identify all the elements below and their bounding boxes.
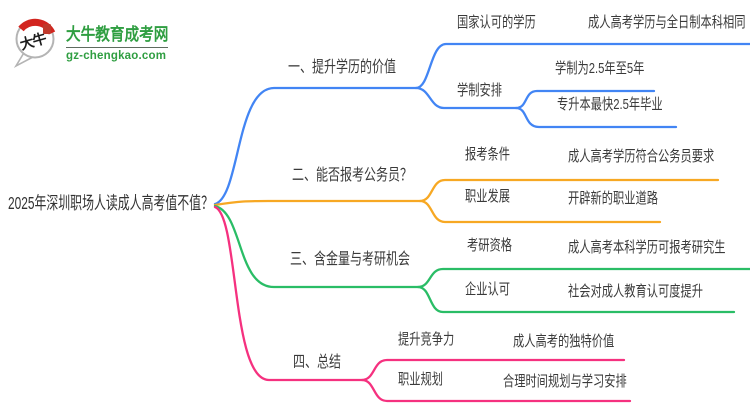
node-label-text: 成人高考的独特价值 xyxy=(513,333,615,350)
logo-bubble-icon: 大牛 xyxy=(13,18,56,69)
branch-2-lines xyxy=(213,178,720,224)
node-fastest-graduation: 专升本最快2.5年毕业 xyxy=(557,96,698,114)
site-name-text: 大牛教育成考网 xyxy=(66,25,169,45)
branch-4-trunk-line xyxy=(213,205,364,382)
node-exam-conditions: 报考条件 xyxy=(465,146,525,164)
node-label-text: 学制为2.5年至5年 xyxy=(555,60,645,77)
branch-3-trunk-line xyxy=(213,204,420,289)
branch-4-child-2-line xyxy=(360,378,632,403)
branch-3-label-text: 三、含金量与考研机会 xyxy=(290,251,411,268)
node-label-text: 成人高考学历与全日制本科相同 xyxy=(588,14,746,31)
branch-4-lines xyxy=(213,205,632,403)
branch-2-child-2-line xyxy=(418,199,662,224)
node-time-planning: 合理时间规划与学习安排 xyxy=(503,373,668,391)
branch-3-lines xyxy=(213,204,750,314)
node-label-text: 社会对成人教育认可度提升 xyxy=(568,283,704,300)
logo-text-block: 大牛教育成考网 gz-chengkao.com xyxy=(66,24,185,62)
branch-1-grandchild-2-line xyxy=(514,106,678,129)
node-postgrad-eligibility: 考研资格 xyxy=(467,237,527,255)
branch-2-trunk-line xyxy=(213,199,422,207)
branch-2-label-text: 二、能否报考公务员？ xyxy=(292,167,413,184)
node-same-as-fulltime: 成人高考学历与全日制本科相同 xyxy=(588,14,750,32)
node-label-text: 成人高考本科学历可报考研究生 xyxy=(568,239,726,256)
node-label-text: 提升竞争力 xyxy=(398,331,455,348)
node-unique-value: 成人高考的独特价值 xyxy=(513,333,648,351)
site-domain: gz-chengkao.com xyxy=(66,49,167,62)
branch-1-label-text: 一、提升学历的价值 xyxy=(288,59,397,76)
branch-1-label: 一、提升学历的价值 xyxy=(288,58,432,77)
node-career-planning: 职业规划 xyxy=(398,371,458,389)
branch-3-label: 三、含金量与考研机会 xyxy=(290,250,450,269)
site-name: 大牛教育成考网 xyxy=(66,24,185,45)
node-postgrad-apply: 成人高考本科学历可报考研究生 xyxy=(568,239,750,257)
branch-3-child-2-line xyxy=(416,285,736,314)
central-topic: 2025年深圳职场人读成人高考值不值？ xyxy=(8,193,309,214)
node-new-career-path: 开辟新的职业道路 xyxy=(568,190,688,208)
branch-4-label-text: 四、总结 xyxy=(293,354,342,371)
branch-3-child-1-line xyxy=(416,267,750,289)
node-label-text: 成人高考学历符合公务员要求 xyxy=(568,148,715,165)
node-label-text: 考研资格 xyxy=(467,237,513,254)
logo-divider xyxy=(66,46,168,48)
node-enterprise-recognition: 企业认可 xyxy=(465,281,525,299)
node-label-text: 报考条件 xyxy=(465,146,511,163)
logo-seal-icon xyxy=(43,24,51,34)
node-label-text: 专升本最快2.5年毕业 xyxy=(557,96,663,113)
branch-1-trunk-line xyxy=(213,86,418,206)
node-label-text: 企业认可 xyxy=(465,281,511,298)
node-national-recognition: 国家认可的学历 xyxy=(457,14,562,32)
node-duration: 学制为2.5年至5年 xyxy=(555,60,674,78)
branch-4-label: 四、总结 xyxy=(293,353,357,372)
node-competitiveness: 提升竞争力 xyxy=(398,331,473,349)
node-schedule: 学制安排 xyxy=(457,82,517,100)
node-social-recognition: 社会对成人教育认可度提升 xyxy=(568,283,748,301)
site-logo: 大牛 大牛教育成考网 gz-chengkao.com xyxy=(13,17,185,69)
node-label-text: 合理时间规划与学习安排 xyxy=(503,373,627,390)
branch-1-lines xyxy=(213,42,750,206)
branch-2-label: 二、能否报考公务员？ xyxy=(292,166,452,185)
node-career-development: 职业发展 xyxy=(465,188,525,206)
branch-1-child-1-line xyxy=(414,42,750,90)
branch-2-child-1-line xyxy=(418,178,720,203)
node-label-text: 职业规划 xyxy=(398,371,444,388)
node-label-text: 职业发展 xyxy=(465,188,511,205)
node-label-text: 学制安排 xyxy=(457,82,503,99)
central-topic-text: 2025年深圳职场人读成人高考值不值？ xyxy=(8,193,213,213)
node-label-text: 国家认可的学历 xyxy=(457,14,536,31)
logo-seal-text: 大牛 xyxy=(18,30,49,54)
node-label-text: 开辟新的职业道路 xyxy=(568,190,659,207)
branch-4-child-1-line xyxy=(360,358,626,382)
branch-1-child-2-line xyxy=(414,86,518,110)
node-civil-servant-eligible: 成人高考学历符合公务员要求 xyxy=(568,148,750,166)
